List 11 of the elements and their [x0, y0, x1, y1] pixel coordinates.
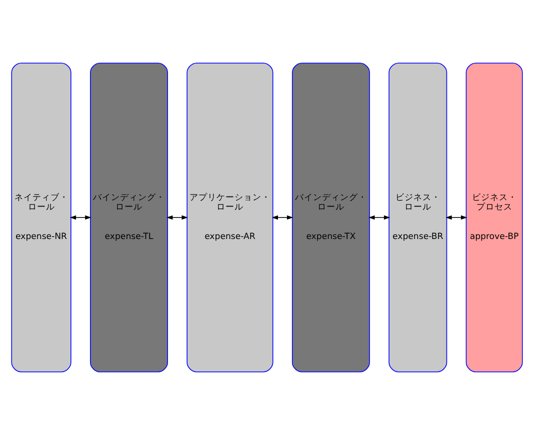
node-box: ビジネス・プロセス approve-BP [466, 62, 523, 372]
arrow [272, 215, 294, 220]
arrow [166, 215, 188, 220]
arrow [70, 215, 92, 220]
node-box: ビジネス・ロール expense-BR [388, 62, 448, 372]
node-box: アプリケーション・ロール expense-AR [186, 62, 274, 372]
arrow [446, 215, 468, 220]
node-box: ネイティブ・ロール expense-NR [11, 62, 72, 372]
arrow [368, 215, 390, 220]
node-box: バインディング・ロール expense-TL [90, 62, 168, 372]
node-box: バインディング・ロール expense-TX [292, 62, 370, 372]
